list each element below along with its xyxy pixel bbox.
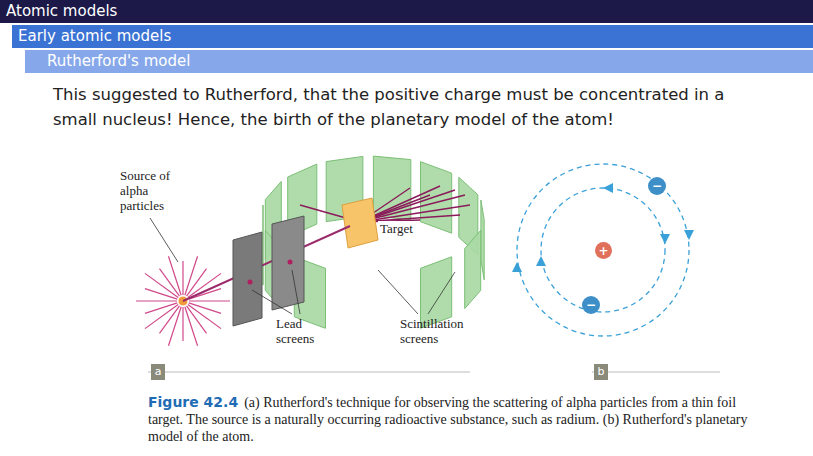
scintillation-panel — [263, 205, 264, 285]
alpha-ray — [159, 306, 179, 334]
heading-text: Early atomic models — [18, 27, 171, 45]
lead-screen — [272, 216, 304, 310]
charge-sign: − — [586, 299, 596, 311]
alpha-ray — [145, 273, 178, 297]
heading-text: Rutherford's model — [47, 52, 190, 70]
body-text: This suggested to Rutherford, that the p… — [53, 82, 773, 132]
alpha-ray — [136, 300, 177, 301]
charge-sign: + — [598, 245, 608, 257]
orbit — [517, 164, 689, 336]
leader-lines — [150, 218, 455, 314]
heading-band: Rutherford's model — [25, 50, 813, 73]
heading-band: Early atomic models — [12, 25, 813, 48]
orbit-arrow — [512, 183, 694, 272]
target-foil — [342, 198, 378, 248]
alpha-beam — [183, 226, 350, 301]
alpha-ray — [182, 261, 183, 295]
charge-sign: − — [652, 180, 662, 192]
scintillation-panel — [481, 200, 484, 280]
part-label: Target — [378, 221, 415, 236]
part-label: Lead screens — [276, 316, 336, 346]
heading-text: Atomic models — [6, 2, 117, 20]
alpha-ray — [145, 303, 177, 314]
caption-block: Figure 42.4(a) Rutherford's technique fo… — [148, 394, 758, 445]
alpha-ray — [189, 300, 230, 301]
alpha-ray — [168, 256, 181, 295]
part-label: Scintillation screens — [400, 316, 490, 346]
subfigure-letter: b — [594, 364, 608, 380]
nucleus: + — [595, 242, 612, 259]
heading-band: Atomic models — [0, 0, 813, 23]
screen-hole — [248, 280, 253, 285]
alpha-ray — [188, 305, 221, 329]
subfigure-letter: a — [151, 364, 165, 380]
subfigure-rule — [148, 364, 720, 380]
scintillation-panel — [465, 230, 481, 308]
lead-screen — [233, 232, 262, 326]
alpha-ray — [182, 307, 183, 341]
screen-hole — [288, 260, 293, 265]
part-label: Source of alpha particles — [120, 168, 188, 213]
alpha-ray — [185, 307, 198, 346]
electron: − — [648, 177, 666, 195]
scattered-beams — [300, 186, 470, 222]
figure-number: Figure 42.4 — [148, 394, 238, 410]
electron: − — [582, 296, 600, 314]
